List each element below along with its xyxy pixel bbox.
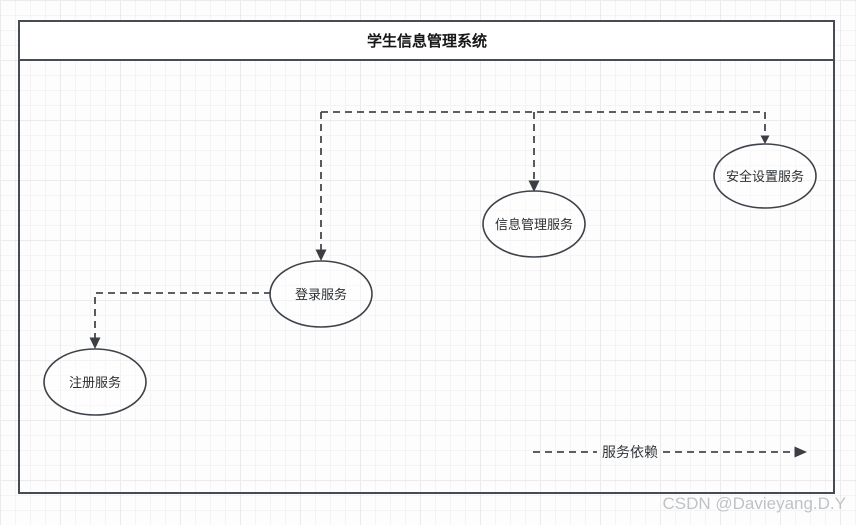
- legend-label: 服务依赖: [602, 444, 658, 460]
- register-service-label: 注册服务: [69, 375, 121, 390]
- legend: 服务依赖: [533, 444, 807, 460]
- security-settings-label: 安全设置服务: [726, 169, 804, 184]
- watermark: CSDN @Davieyang.D.Y: [662, 494, 846, 513]
- service-nodes: 安全设置服务 信息管理服务 登录服务 注册服务: [43, 143, 817, 416]
- node-login-service: 登录服务: [269, 260, 373, 328]
- title-bar: [20, 22, 833, 60]
- node-register-service: 注册服务: [43, 348, 147, 416]
- connector-login-to-register: [94, 292, 271, 338]
- dependency-connectors: [89, 111, 770, 349]
- legend-arrowhead: [794, 446, 807, 458]
- register-service-ellipse: [43, 348, 147, 416]
- arrowhead-login-service: [315, 249, 327, 261]
- security-settings-ellipse: [713, 143, 817, 209]
- node-info-management-service: 信息管理服务: [482, 190, 586, 258]
- system-boundary: 学生信息管理系统: [18, 20, 835, 494]
- node-security-settings-service: 安全设置服务: [713, 143, 817, 209]
- arrowhead-info-service: [528, 180, 540, 192]
- arrowhead-security-service: [760, 135, 770, 144]
- login-service-label: 登录服务: [295, 287, 347, 302]
- arrowhead-register-service: [89, 337, 101, 349]
- info-management-ellipse: [482, 190, 586, 258]
- diagram-title: 学生信息管理系统: [367, 32, 487, 50]
- system-boundary-box: [18, 20, 835, 494]
- login-service-ellipse: [269, 260, 373, 328]
- info-management-label: 信息管理服务: [495, 217, 573, 232]
